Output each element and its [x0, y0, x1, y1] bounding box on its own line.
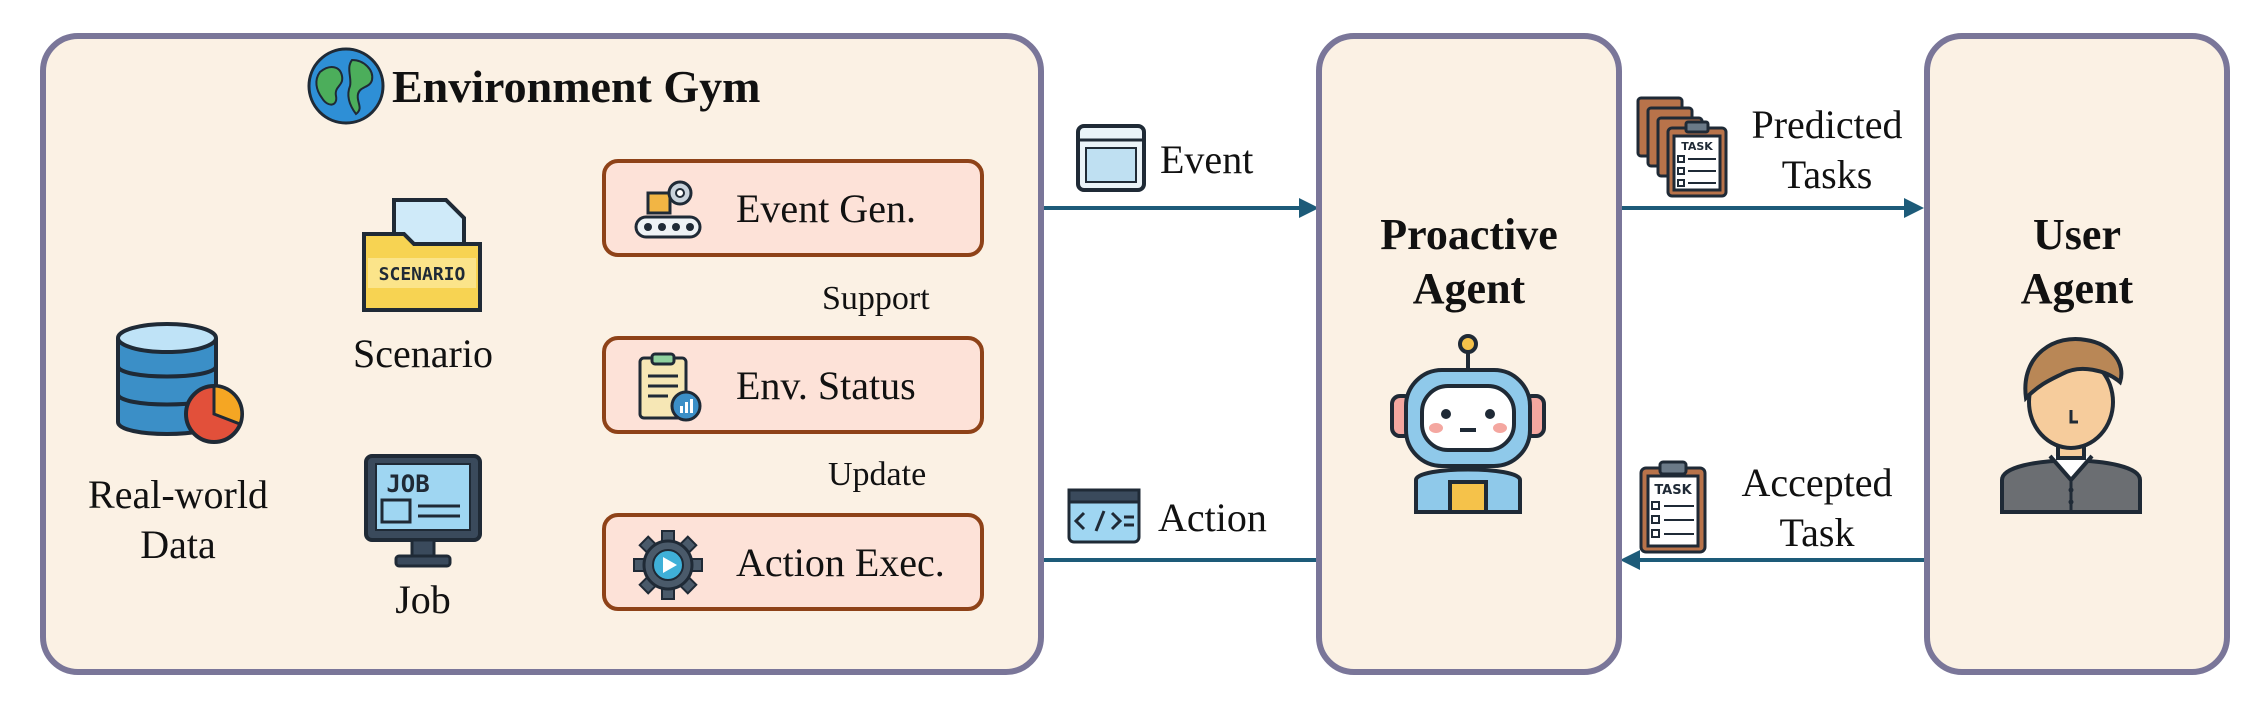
action-exec-label: Action Exec.: [736, 539, 945, 585]
predicted-tasks-line2: Tasks: [1781, 152, 1873, 197]
support-label: Support: [822, 280, 930, 317]
task-clipboard-text: TASK: [1654, 483, 1692, 498]
scenario-folder-icon: SCENARIO: [362, 198, 482, 312]
user-agent-line1: User: [2033, 210, 2121, 259]
source-label-line1: Real-world: [88, 472, 268, 517]
accepted-task-line1: Accepted: [1741, 460, 1893, 505]
job-icon-text: JOB: [386, 470, 429, 498]
globe-icon: [307, 47, 385, 125]
task-stack-text: TASK: [1681, 140, 1713, 153]
source-label-line2: Data: [140, 522, 216, 567]
action-label: Action: [1158, 495, 1267, 540]
event-gen-label: Event Gen.: [736, 185, 916, 231]
user-agent-line2: Agent: [2020, 264, 2134, 313]
proactive-agent-line1: Proactive: [1380, 210, 1558, 259]
job-monitor-icon: JOB: [364, 454, 482, 568]
gear-play-icon: [633, 530, 703, 600]
conveyor-gear-icon: [634, 180, 702, 239]
scenario-icon-text: SCENARIO: [379, 264, 466, 285]
env-status-label: Env. Status: [736, 362, 916, 408]
code-window-icon: [1067, 488, 1141, 544]
predicted-tasks-line1: Predicted: [1751, 102, 1903, 147]
task-stack-icon: TASK: [1636, 96, 1728, 198]
database-chart-icon: [116, 322, 244, 444]
proactive-agent-line2: Agent: [1412, 264, 1526, 313]
event-label: Event: [1160, 137, 1254, 182]
user-avatar-icon: [2000, 337, 2142, 514]
source-label: Real-world Data: [70, 470, 286, 570]
update-label: Update: [828, 456, 927, 493]
gym-title: Environment Gym: [392, 61, 761, 112]
accepted-task-line2: Task: [1779, 510, 1855, 555]
user-agent-title: User Agent: [1930, 208, 2224, 316]
proactive-agent-title: Proactive Agent: [1322, 208, 1616, 316]
robot-icon: [1390, 334, 1546, 514]
scenario-label: Scenario: [353, 331, 493, 376]
task-clipboard-icon: TASK: [1639, 460, 1707, 554]
action-exec-node: Action Exec.: [602, 513, 984, 611]
accepted-task-label: Accepted Task: [1712, 458, 1922, 558]
env-status-node: Env. Status: [602, 336, 984, 434]
window-icon: [1076, 124, 1146, 192]
event-gen-node: Event Gen.: [602, 159, 984, 257]
clipboard-chart-icon: [638, 352, 702, 422]
job-label: Job: [395, 577, 451, 622]
predicted-tasks-label: Predicted Tasks: [1722, 100, 1932, 200]
